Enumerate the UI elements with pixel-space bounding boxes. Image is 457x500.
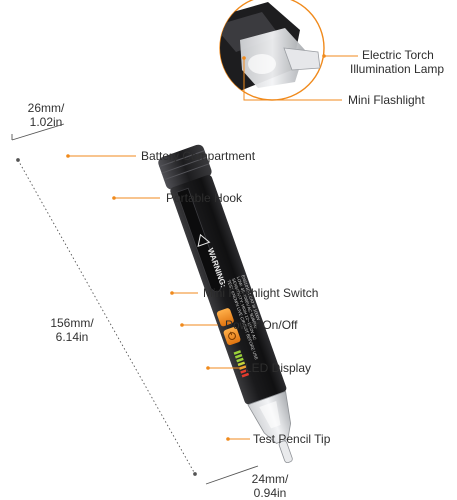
label-torch-line2: Illumination Lamp [350,62,445,76]
dim-length-mm: 156mm/ [50,316,94,330]
label-battery-compartment: Battery Compartment [141,149,256,163]
led-display [233,350,250,378]
label-torch-line1: Electric Torch [362,48,434,62]
label-mini-flashlight: Mini Flashlight [348,93,425,107]
dim-top-mm: 26mm/ [27,101,65,115]
label-power: Power On/Off [225,318,298,332]
dim-bottom-in: 0.94in [253,486,287,500]
dim-bottom-mm: 24mm/ [251,472,289,486]
zoom-detail [219,0,325,101]
label-led-display: LED Display [245,361,312,375]
leader-dots [66,54,326,441]
dimension-lines [11,123,259,485]
label-flashlight-switch: Mini Flashlight Switch [203,286,319,300]
dim-top-in: 1.02in [29,115,63,129]
label-portable-hook: Portable Hook [166,191,243,205]
power-button[interactable] [223,326,242,346]
test-pencil-tip [278,440,293,464]
label-test-pencil-tip: Test Pencil Tip [253,432,331,446]
battery-cap [158,144,212,190]
leader-lines [68,55,358,440]
flashlight-switch-button[interactable] [216,307,235,327]
dim-length-in: 6.14in [55,330,89,344]
